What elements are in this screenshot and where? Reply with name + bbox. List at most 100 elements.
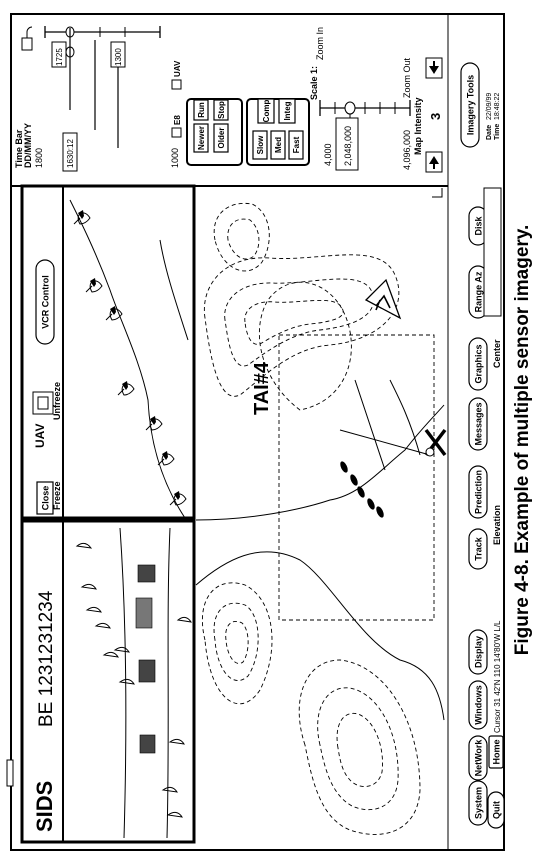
network-button[interactable]: NetWork	[468, 735, 488, 781]
zoom-slider[interactable]	[319, 100, 411, 128]
scale-4096000: 4,096,000	[402, 130, 412, 170]
river-path	[195, 551, 445, 721]
uav-window	[20, 184, 196, 520]
prediction-button[interactable]: Prediction	[468, 465, 488, 519]
scale-4000: 4,000	[323, 143, 333, 166]
time-current-box	[62, 132, 78, 172]
center-label: Center	[492, 339, 502, 368]
sids-imagery	[75, 527, 193, 839]
vcr-control-button[interactable]: VCR Control	[35, 259, 55, 345]
fast-label: Fast	[292, 136, 301, 153]
quit-button-label: Quit	[492, 801, 502, 819]
figure-caption: Figure 4-8. Example of multiple sensor i…	[512, 225, 533, 655]
messages-button-label: Messages	[474, 402, 484, 445]
intensity-decrease-icon[interactable]	[425, 151, 443, 173]
scale-value-box	[335, 117, 359, 171]
messages-button[interactable]: Messages	[468, 397, 488, 451]
intensity-increase-icon[interactable]	[425, 57, 443, 79]
intensity-value: 3	[428, 113, 443, 120]
timebar-format: DD/MM/YY	[23, 123, 33, 168]
comp-button[interactable]: Comp	[257, 98, 275, 124]
slow-label: Slow	[256, 135, 265, 154]
stop-label: Stop	[217, 101, 226, 119]
run-label: Run	[197, 102, 206, 118]
elevation-label: Elevation	[492, 505, 502, 545]
uav-imagery	[69, 199, 189, 519]
prediction-button-label: Prediction	[474, 470, 484, 514]
newer-button[interactable]: Newer	[193, 123, 209, 153]
map-intensity-label: Map Intensity	[413, 97, 423, 155]
range-az-button-label: Range Az	[474, 271, 484, 312]
integ-label: Integ	[283, 101, 292, 120]
terrain-contours	[201, 202, 421, 835]
target-marker-icon[interactable]	[424, 428, 447, 457]
scale-label: Scale 1:	[309, 66, 319, 100]
slow-button[interactable]: Slow	[252, 130, 268, 160]
med-button[interactable]: Med	[270, 130, 286, 160]
frame-tab	[6, 759, 14, 787]
newer-label: Newer	[197, 126, 206, 150]
time-1725-box	[51, 41, 67, 68]
scale-current-value: 2,048,000	[343, 126, 353, 166]
track-path	[389, 379, 421, 456]
timebar-year-1000: 1000	[170, 148, 180, 168]
time-value: 18:48:22	[494, 93, 501, 120]
uav-window-title: UAV	[33, 424, 47, 448]
tai-area[interactable]	[278, 334, 435, 621]
freeze-label[interactable]: Freeze	[52, 481, 62, 510]
time-current: 1630:12	[66, 139, 75, 168]
window-icon[interactable]	[32, 391, 54, 415]
stop-button[interactable]: Stop	[213, 99, 229, 121]
imagery-tools-label: Imagery Tools	[466, 75, 476, 135]
bearing-line	[339, 429, 431, 456]
map-view[interactable]: TAI#4	[195, 188, 447, 835]
time-slider[interactable]	[44, 26, 161, 148]
med-label: Med	[274, 137, 283, 153]
system-button-label: System	[474, 787, 484, 819]
timebar-title: Time Bar	[14, 129, 24, 168]
time-1725: 1725	[55, 48, 64, 66]
bearing-line-2	[354, 379, 386, 471]
display-button[interactable]: Display	[468, 629, 488, 675]
imagery-tools-button[interactable]: Imagery Tools	[460, 62, 480, 148]
road-path	[195, 404, 445, 521]
date-value: 22/09/99	[486, 93, 493, 120]
quit-button[interactable]: Quit	[487, 791, 505, 829]
uav-checkbox[interactable]	[171, 79, 182, 90]
cursor-readout: Cursor 31 42'N 110 14'80'W L/L	[493, 620, 502, 733]
older-label: Older	[217, 128, 226, 149]
track-button[interactable]: Track	[468, 528, 488, 570]
e8-checkbox[interactable]	[171, 127, 182, 138]
windows-button[interactable]: Windows	[468, 680, 488, 730]
graphics-button[interactable]: Graphics	[468, 337, 488, 391]
time-label: Time	[494, 124, 501, 140]
home-button[interactable]: Home	[488, 735, 504, 769]
uav-triangle-icon[interactable]	[364, 278, 402, 320]
windows-button-label: Windows	[474, 685, 484, 724]
close-button-label: Close	[41, 486, 51, 511]
zoom-out-label: Zoom Out	[402, 57, 412, 98]
disk-button-label: Disk	[474, 216, 484, 236]
lock-icon[interactable]	[21, 26, 33, 51]
sids-id: BE 1231231234	[36, 590, 57, 727]
unfreeze-label[interactable]: Unfreeze	[52, 382, 62, 420]
integ-button[interactable]: Integ	[278, 98, 296, 124]
center-field[interactable]	[483, 187, 502, 317]
unit-markers	[340, 461, 384, 518]
track-button-label: Track	[474, 536, 484, 561]
system-button[interactable]: System	[468, 780, 488, 826]
older-button[interactable]: Older	[213, 123, 229, 153]
date-label: Date	[486, 125, 493, 140]
close-button[interactable]: Close	[36, 481, 54, 515]
zoom-in-label: Zoom In	[315, 27, 325, 60]
timebar-year-1800: 1800	[34, 148, 44, 168]
fast-button[interactable]: Fast	[288, 130, 304, 160]
time-1300: 1300	[114, 48, 123, 66]
display-button-label: Display	[474, 636, 484, 668]
run-button[interactable]: Run	[193, 99, 209, 121]
vcr-control-label: VCR Control	[41, 275, 51, 329]
e8-label: E8	[173, 115, 182, 125]
time-1300-box	[110, 41, 126, 68]
sids-title: SIDS	[32, 781, 57, 832]
